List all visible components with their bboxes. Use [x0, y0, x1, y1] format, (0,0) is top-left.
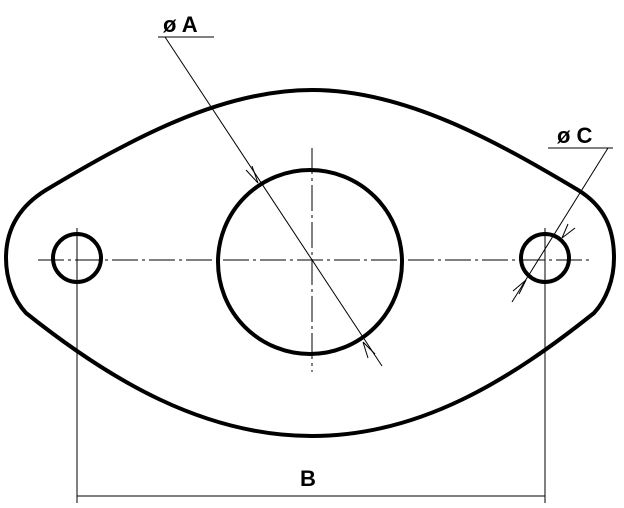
diameter-c-arrow-top [561, 223, 576, 239]
diameter-c-arrow-bottom [512, 279, 527, 295]
flange-outline [4, 88, 616, 438]
diameter-a-arrow-top [245, 165, 259, 184]
diameter-a-arrow-bottom [362, 341, 376, 359]
diameter-a-leader [164, 36, 383, 367]
distance-b-label: B [300, 466, 316, 491]
diameter-c-label: ø C [557, 123, 593, 148]
diameter-a-label: ø A [163, 12, 198, 37]
central-bore [216, 168, 404, 356]
diameter-c-leader [511, 147, 609, 303]
